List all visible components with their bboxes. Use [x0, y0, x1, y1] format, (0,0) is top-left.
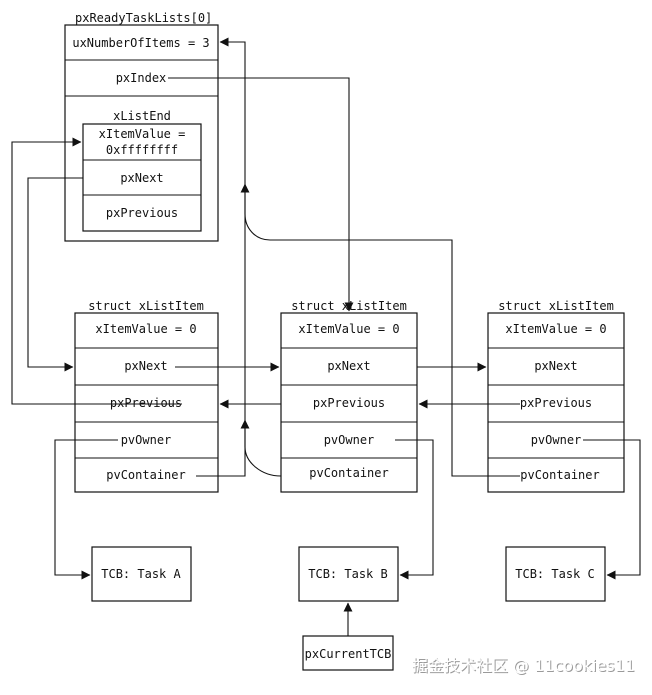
- list-item-a-next: pxNext: [124, 359, 167, 373]
- list-item-c-container: pvContainer: [520, 468, 599, 482]
- item-c-owner-arrow: [583, 439, 641, 580]
- list-item-b-frame: [280, 312, 418, 493]
- list-item-a-item-value: xItemValue = 0: [95, 322, 196, 336]
- list-end-title: xListEnd: [113, 109, 171, 123]
- list-end-next-arrow: [27, 177, 83, 372]
- list-item-c-owner: pvOwner: [531, 433, 582, 447]
- watermark-shadow: 掘金技术社区 @ 11cookies11: [413, 657, 636, 676]
- list-item-c-previous: pxPrevious: [520, 396, 592, 410]
- list-end-frame: [82, 123, 202, 232]
- item-b-container-curve: [244, 446, 282, 477]
- watermark-text: 掘金技术社区 @ 11cookies11: [412, 656, 635, 675]
- list-item-c: struct xListItem xItemValue = 0 pxNext p…: [487, 299, 625, 493]
- item-b-owner-arrow: [395, 439, 434, 580]
- item-a-owner-arrow: [54, 439, 118, 580]
- item-c-container-curve: [244, 213, 520, 477]
- px-index-field: pxIndex: [116, 71, 167, 85]
- tcb-task-a: TCB: Task A: [91, 546, 192, 602]
- tcb-task-c: TCB: Task C: [505, 546, 606, 602]
- tcb-task-c-label: TCB: Task C: [515, 567, 594, 581]
- list-item-c-next: pxNext: [534, 359, 577, 373]
- ux-number-of-items-field: uxNumberOfItems = 3: [72, 36, 209, 50]
- list-item-c-frame: [487, 312, 625, 493]
- tcb-task-b: TCB: Task B: [298, 546, 399, 602]
- watermark: 掘金技术社区 @ 11cookies11 掘金技术社区 @ 11cookies1…: [412, 656, 636, 676]
- list-item-a-title: struct xListItem: [88, 299, 204, 313]
- list-item-a-frame: [74, 312, 219, 493]
- list-end-next-field: pxNext: [120, 171, 163, 185]
- list-head-title: pxReadyTaskLists[0]: [75, 11, 212, 25]
- list-end-item: xItemValue = 0xffffffff pxNext pxPreviou…: [82, 123, 202, 232]
- list-item-a: struct xListItem xItemValue = 0 pxNext p…: [74, 299, 219, 493]
- list-end-item-value-line2: 0xffffffff: [106, 143, 178, 157]
- list-item-b-container: pvContainer: [309, 466, 388, 480]
- list-item-c-title: struct xListItem: [498, 299, 614, 313]
- px-index-arrow: [168, 77, 354, 312]
- item-a-previous-arrow: [11, 137, 182, 405]
- list-end-item-value-line1: xItemValue =: [99, 127, 186, 141]
- list-item-c-item-value: xItemValue = 0: [505, 322, 606, 336]
- list-item-b-next: pxNext: [327, 359, 370, 373]
- item-a-container-arrow: [196, 37, 246, 477]
- ready-task-list-head: pxReadyTaskLists[0] uxNumberOfItems = 3 …: [64, 11, 219, 242]
- list-item-a-container: pvContainer: [106, 468, 185, 482]
- connector-lines: [11, 37, 641, 636]
- current-tcb-pointer: pxCurrentTCB: [302, 635, 394, 671]
- list-item-b-owner: pvOwner: [324, 433, 375, 447]
- tcb-task-a-label: TCB: Task A: [101, 567, 181, 581]
- list-item-b-previous: pxPrevious: [313, 396, 385, 410]
- list-item-a-previous: pxPrevious: [110, 396, 182, 410]
- list-item-b-item-value: xItemValue = 0: [298, 322, 399, 336]
- current-tcb-label: pxCurrentTCB: [305, 647, 392, 661]
- tcb-task-b-label: TCB: Task B: [308, 567, 387, 581]
- list-item-b: struct xListItem xItemValue = 0 pxNext p…: [280, 299, 418, 493]
- list-item-a-owner: pvOwner: [121, 433, 172, 447]
- list-end-previous-field: pxPrevious: [106, 206, 178, 220]
